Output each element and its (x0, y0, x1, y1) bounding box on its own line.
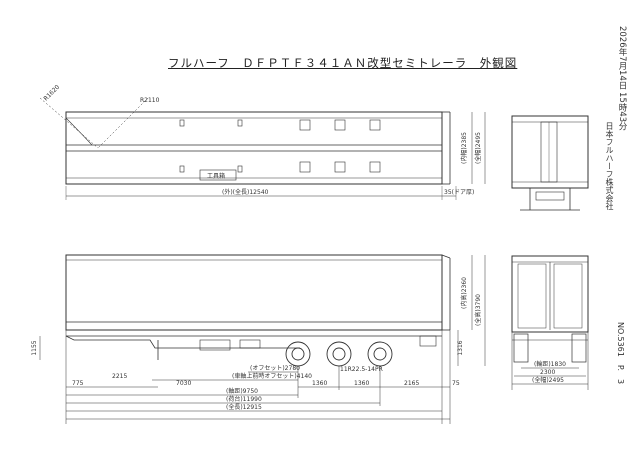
inner-height: (内高)2360 (460, 277, 468, 309)
side-view-outline (65, 254, 451, 360)
toolbox-label: 工具箱 (207, 172, 225, 180)
rear-view-outline (511, 255, 589, 363)
wheelbase: (軸距)9750 (226, 387, 258, 395)
front-overhang: 775 (72, 380, 84, 387)
rear-view-dimension-lines (511, 332, 589, 390)
side-view-wheels (285, 341, 393, 367)
radius-side-label: R2110 (140, 97, 160, 104)
tyre-spec: 11R22.5-14PR (340, 366, 383, 373)
rear-overall-width: (全幅)2495 (532, 376, 564, 384)
inner-width-label: (内幅)2385 (460, 132, 468, 164)
offset-label: (オフセット)2780 (250, 365, 300, 372)
rear-overhang: 75 (452, 380, 460, 387)
axle-spacing-2: 1360 (354, 380, 369, 387)
radius-front-label: R1620 (42, 84, 61, 103)
frame-width: 2300 (540, 369, 555, 376)
side-overall-length: (全長)12915 (226, 403, 262, 411)
side-view-dimension-lines (39, 255, 486, 424)
page-title: フルハーフ ＤＦＰＴＦ３４１ＡＮ改型セミトレーラ 外観図 (168, 56, 518, 70)
deck-height: 1316 (457, 340, 464, 355)
dim-7030: 7030 (176, 380, 191, 387)
door-thickness: 35(ドア厚) (444, 189, 474, 196)
track-width: (輪距)1830 (534, 360, 566, 368)
overall-height: (全高)3790 (474, 294, 482, 326)
rear-spacing: 2165 (404, 380, 419, 387)
print-date: 2026年7月14日 15時43分 (617, 26, 627, 131)
fifth-wheel-height: 1155 (31, 340, 38, 355)
outer-width-label: (全幅)2495 (474, 132, 482, 164)
top-view-outline (39, 97, 451, 185)
body-length: (荷台)11990 (226, 395, 262, 403)
kingpin-axle-label: (車軸上前時オフセット)4140 (232, 372, 312, 380)
dim-2215: 2215 (112, 373, 127, 380)
document-number: NO.5361 P. 3 (616, 322, 625, 385)
maker-stamp: 日本フルハーフ株式会社 (605, 122, 614, 210)
top-view-fittings (179, 119, 381, 181)
top-overall-length: (外)(全長)12540 (222, 188, 269, 196)
front-view-outline (511, 115, 589, 211)
axle-spacing-1: 1360 (312, 380, 327, 387)
